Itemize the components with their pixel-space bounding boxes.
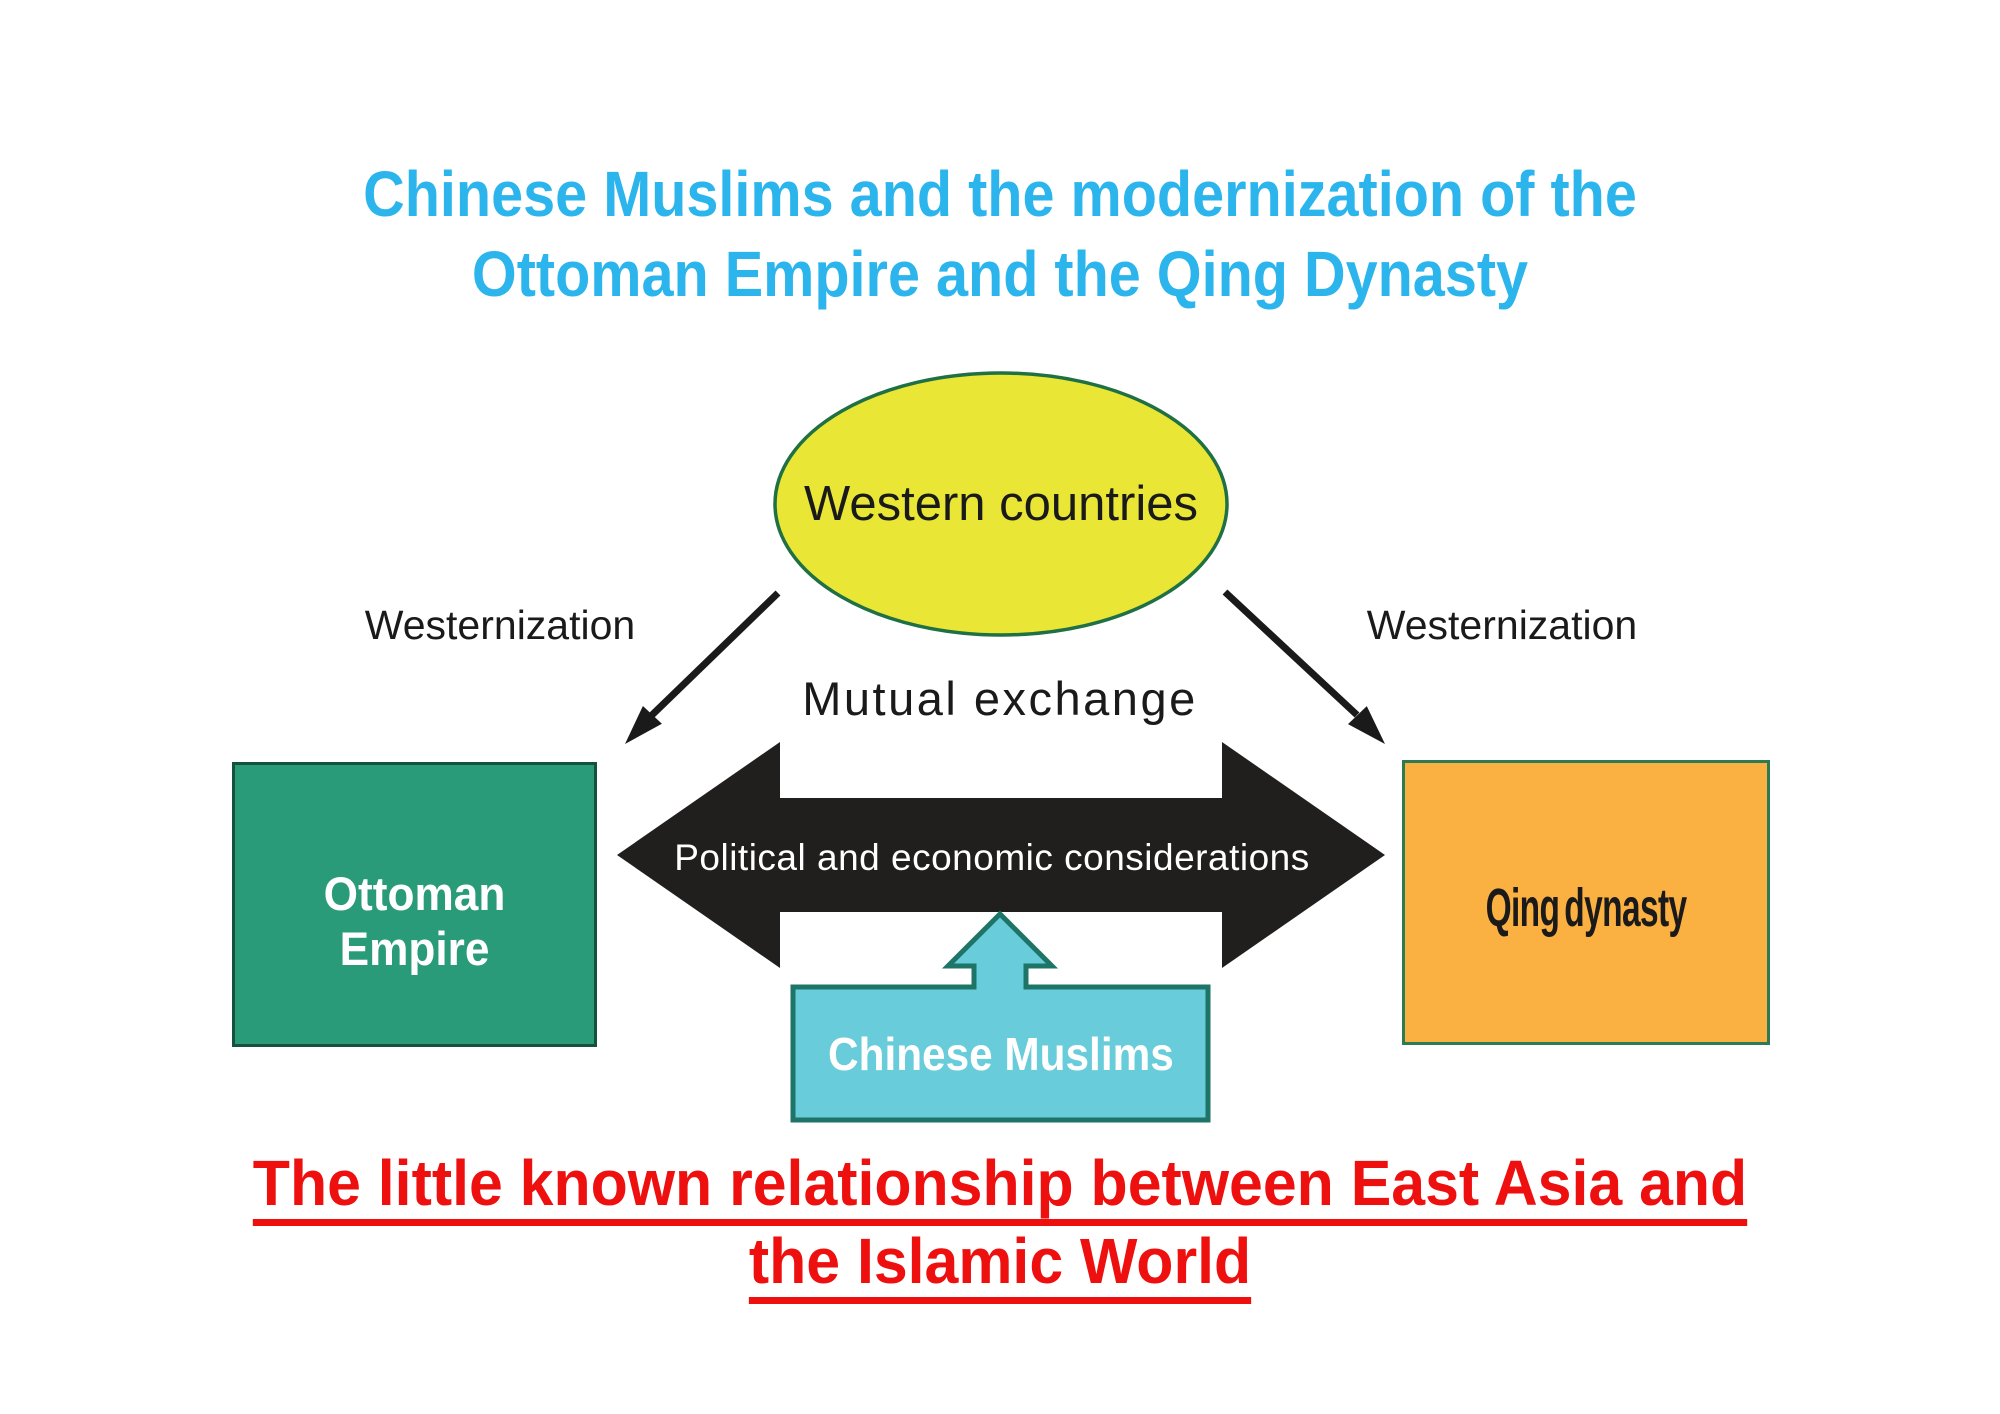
exchange-arrow-label: Political and economic considerations — [674, 837, 1310, 878]
page-title: Chinese Muslims and the modernization of… — [100, 154, 1900, 314]
chinese-muslims-box: Chinese Muslims — [793, 987, 1208, 1120]
qing-dynasty-box: Qing dynasty — [1402, 760, 1770, 1045]
chinese-muslims-up-arrow — [790, 910, 1211, 1123]
footer-text: The little known relationship between Ea… — [50, 1144, 1950, 1300]
footer-line-1: The little known relationship between Ea… — [252, 1147, 1748, 1219]
ottoman-empire-label: Ottoman Empire — [323, 866, 506, 975]
page-title-line-1: Chinese Muslims and the modernization of… — [363, 158, 1637, 230]
footer-line-2: the Islamic World — [748, 1225, 1252, 1297]
western-countries-label: Western countries — [804, 477, 1198, 531]
westernization-right-label: Westernization — [1366, 602, 1638, 648]
westernization-left-label: Westernization — [364, 602, 636, 648]
qing-dynasty-label: Qing dynasty — [1485, 877, 1688, 938]
mutual-exchange-double-arrow — [617, 742, 1385, 968]
westernization-arrow-right — [1222, 589, 1385, 744]
ottoman-empire-box: Ottoman Empire — [232, 762, 597, 1047]
page-title-line-2: Ottoman Empire and the Qing Dynasty — [471, 238, 1529, 310]
chinese-muslims-label: Chinese Muslims — [827, 1027, 1174, 1080]
western-countries-ellipse — [773, 371, 1229, 637]
westernization-arrow-left — [625, 590, 781, 744]
mutual-exchange-label: Mutual exchange — [802, 672, 1198, 725]
